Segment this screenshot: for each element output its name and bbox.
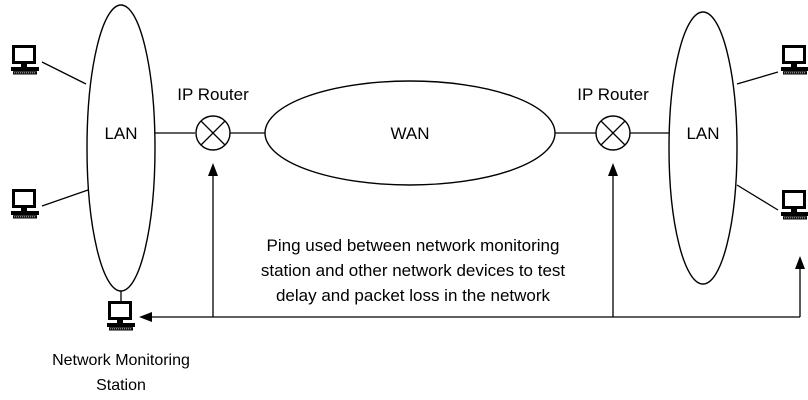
caption-line-2: station and other network devices to tes…: [261, 261, 566, 280]
arrowhead-icon: [608, 163, 618, 176]
arrowheads: [139, 163, 805, 322]
wan-label: WAN: [390, 124, 429, 143]
arrowhead-icon: [208, 163, 218, 176]
arrowhead-icon: [795, 256, 805, 269]
router-left-label: IP Router: [177, 85, 249, 104]
station-caption: Network Monitoring Station: [52, 352, 190, 394]
lan-right-label: LAN: [686, 124, 719, 143]
connection-lines: [41, 61, 801, 318]
link-left-pc-mid: [41, 189, 89, 207]
desktop-computer-icon: [780, 44, 808, 75]
router-cross-circle-icon: [595, 115, 631, 151]
router-right: [595, 115, 631, 151]
caption-line-3: delay and packet loss in the network: [276, 286, 551, 305]
desktop-computer-icon: [10, 188, 40, 219]
desktop-computer-icon: [10, 44, 40, 75]
caption-line-1: Ping used between network monitoring: [267, 236, 560, 255]
lan-right-ellipse: [668, 11, 738, 285]
router-right-label: IP Router: [577, 85, 649, 104]
wan-ellipse: [264, 80, 556, 186]
link-right-pc-top: [736, 71, 779, 85]
station-label-line-1: Network Monitoring: [52, 352, 190, 369]
lan-left-ellipse: [86, 4, 156, 292]
link-right-pc-mid: [736, 184, 779, 211]
router-left: [195, 115, 231, 151]
lan-left-label: LAN: [104, 124, 137, 143]
desktop-computer-icon: [780, 189, 808, 220]
router-cross-circle-icon: [195, 115, 231, 151]
arrowhead-icon: [139, 312, 152, 322]
link-left-pc-top: [41, 61, 87, 85]
desktop-computer-icon: [106, 300, 136, 331]
station-label-line-2: Station: [96, 377, 146, 394]
ping-caption: Ping used between network monitoring sta…: [261, 236, 566, 305]
